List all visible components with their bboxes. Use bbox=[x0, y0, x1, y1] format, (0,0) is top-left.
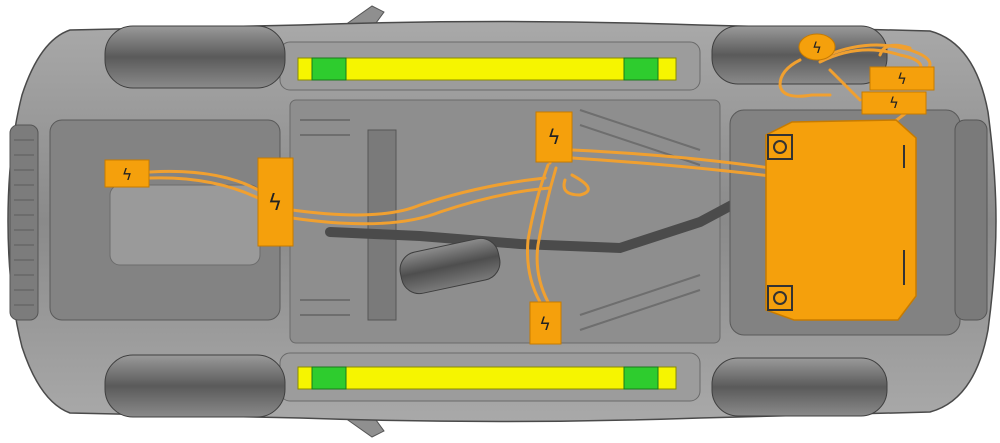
battery-mount-bolt bbox=[773, 140, 787, 154]
center-junction-box: ϟ bbox=[535, 111, 573, 163]
battery-mount-bolt bbox=[773, 291, 787, 305]
tire-front-left bbox=[104, 25, 286, 89]
exhaust-pipe bbox=[325, 185, 765, 254]
lift-rail-bottom bbox=[297, 366, 677, 390]
lift-point bbox=[311, 57, 347, 81]
hv-cable bbox=[778, 58, 832, 98]
hv-cable bbox=[570, 148, 772, 170]
high-voltage-bolt-icon: ϟ bbox=[122, 165, 133, 184]
high-voltage-bolt-icon: ϟ bbox=[889, 94, 899, 112]
battery-mount bbox=[767, 285, 793, 311]
lift-point bbox=[623, 366, 659, 390]
rear-box-upper: ϟ bbox=[869, 66, 935, 91]
hv-cable bbox=[826, 43, 932, 74]
hv-cable bbox=[290, 176, 547, 217]
floor-pan bbox=[289, 99, 721, 344]
battery-mount bbox=[767, 134, 793, 160]
rear-charger-round: ϟ bbox=[798, 33, 836, 61]
hv-battery bbox=[765, 119, 917, 321]
tire-rear-left bbox=[711, 25, 888, 85]
front-junction-box: ϟ bbox=[104, 159, 150, 188]
grille-slats bbox=[14, 139, 34, 306]
hv-cable bbox=[148, 169, 264, 194]
hv-cables bbox=[148, 43, 932, 304]
tire-rear-right bbox=[711, 357, 888, 417]
lower-connector-box: ϟ bbox=[529, 301, 562, 345]
hv-cable bbox=[878, 43, 912, 57]
lift-point bbox=[623, 57, 659, 81]
hv-cable bbox=[148, 176, 264, 202]
hv-cable bbox=[562, 173, 590, 197]
front-bumper-grille bbox=[9, 124, 39, 321]
hv-cable bbox=[535, 166, 558, 304]
high-voltage-bolt-icon: ϟ bbox=[812, 39, 822, 57]
hv-cable bbox=[828, 68, 862, 102]
high-voltage-bolt-icon: ϟ bbox=[268, 191, 283, 216]
lift-point bbox=[311, 366, 347, 390]
high-voltage-bolt-icon: ϟ bbox=[547, 125, 560, 149]
rear-box-lower: ϟ bbox=[861, 91, 927, 115]
tire-front-right bbox=[104, 354, 286, 418]
hv-cable bbox=[290, 186, 552, 226]
engine-undertray bbox=[109, 184, 261, 266]
high-voltage-bolt-icon: ϟ bbox=[897, 70, 907, 88]
rear-bumper bbox=[954, 119, 988, 321]
catalytic-converter bbox=[399, 237, 501, 295]
high-voltage-bolt-icon: ϟ bbox=[539, 314, 551, 335]
hv-cable bbox=[526, 163, 550, 304]
lift-rail-top bbox=[297, 57, 677, 81]
front-inverter: ϟ bbox=[257, 157, 294, 247]
hv-cable bbox=[570, 156, 772, 178]
